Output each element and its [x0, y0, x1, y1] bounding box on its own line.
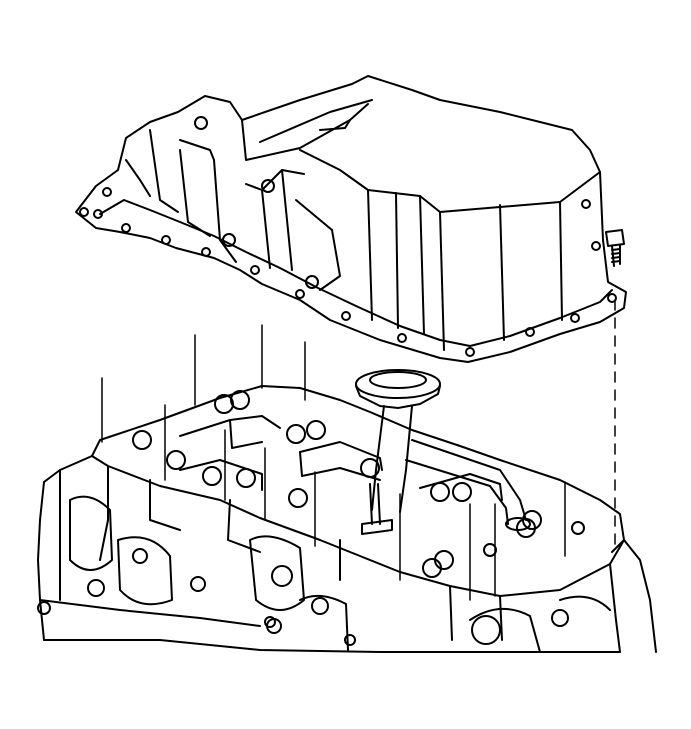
pan-bolt	[605, 229, 625, 267]
oil-pan	[75, 75, 627, 363]
alignment-leaders	[101, 299, 616, 601]
oil-pickup-tube	[355, 369, 531, 531]
engine-block	[37, 385, 657, 653]
